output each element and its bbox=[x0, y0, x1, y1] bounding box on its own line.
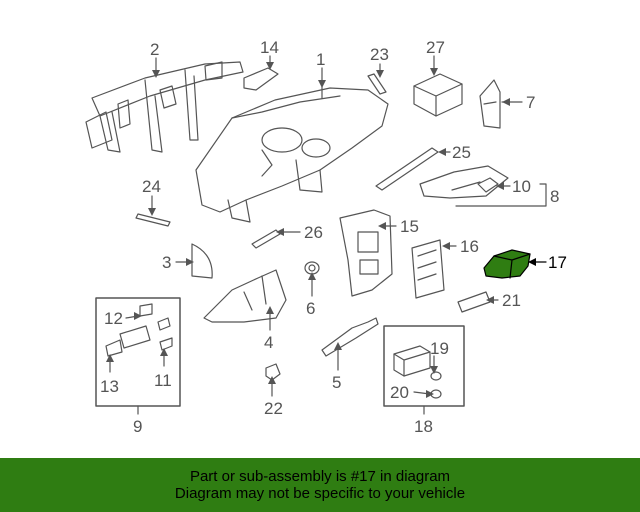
callout-9: 9 bbox=[133, 417, 142, 436]
callout-labels: 2 14 1 23 27 7 25 10 8 24 3 26 15 16 17 … bbox=[100, 38, 567, 436]
part-27-airbag bbox=[413, 73, 463, 117]
notice-line-1: Part or sub-assembly is #17 in diagram bbox=[189, 468, 451, 485]
callout-20: 20 bbox=[390, 383, 409, 402]
callout-26: 26 bbox=[304, 223, 323, 242]
callout-22: 22 bbox=[264, 399, 283, 418]
part-15-center-bezel bbox=[339, 209, 393, 297]
callout-7: 7 bbox=[526, 93, 535, 112]
callout-4: 4 bbox=[264, 333, 273, 352]
callout-17[interactable]: 17 bbox=[548, 253, 567, 272]
part-5-rail bbox=[321, 317, 379, 357]
part-23-bracket bbox=[367, 73, 387, 95]
callout-16: 16 bbox=[460, 237, 479, 256]
group-18-box bbox=[383, 325, 465, 415]
callout-15: 15 bbox=[400, 217, 419, 236]
part-10-switch bbox=[477, 177, 499, 193]
callout-14: 14 bbox=[260, 38, 279, 57]
callout-10: 10 bbox=[512, 177, 531, 196]
callout-23: 23 bbox=[370, 45, 389, 64]
part-17-arrowhead bbox=[528, 258, 536, 266]
callout-21: 21 bbox=[502, 291, 521, 310]
callout-5: 5 bbox=[332, 373, 341, 392]
callout-13: 13 bbox=[100, 377, 119, 396]
part-21-plate bbox=[457, 291, 491, 313]
part-17-housing-highlighted[interactable] bbox=[483, 249, 547, 279]
callout-3: 3 bbox=[162, 253, 171, 272]
diagram-notice-banner: Part or sub-assembly is #17 in diagram D… bbox=[0, 458, 640, 512]
part-22-clip bbox=[265, 363, 281, 381]
callout-19: 19 bbox=[430, 339, 449, 358]
part-2-crossbeam bbox=[85, 61, 244, 153]
callout-12: 12 bbox=[104, 309, 123, 328]
callout-1: 1 bbox=[316, 50, 325, 69]
callout-2: 2 bbox=[150, 40, 159, 59]
exploded-parts-diagram: 2 14 1 23 27 7 25 10 8 24 3 26 15 16 17 … bbox=[85, 38, 567, 436]
callout-27: 27 bbox=[426, 38, 445, 57]
part-25-trim-strip bbox=[375, 147, 439, 191]
part-16-panel bbox=[411, 239, 445, 299]
group-9-box bbox=[95, 297, 181, 415]
callout-6: 6 bbox=[306, 299, 315, 318]
notice-line-2: Diagram may not be specific to your vehi… bbox=[174, 485, 466, 502]
part-1-instrument-panel bbox=[195, 83, 389, 223]
callout-24: 24 bbox=[142, 177, 161, 196]
callout-8: 8 bbox=[550, 187, 559, 206]
part-3-end-cap bbox=[191, 243, 213, 279]
part-24-strip bbox=[135, 213, 171, 227]
part-7-side-panel bbox=[479, 79, 501, 129]
leader-arrowheads bbox=[106, 62, 510, 398]
part-14-grille bbox=[243, 67, 279, 91]
callout-18: 18 bbox=[414, 417, 433, 436]
callout-25: 25 bbox=[452, 143, 471, 162]
part-26-trim bbox=[251, 229, 281, 249]
callout-11: 11 bbox=[154, 371, 172, 390]
part-8-upper-console bbox=[419, 165, 509, 199]
part-4-lower-panel bbox=[203, 269, 287, 323]
